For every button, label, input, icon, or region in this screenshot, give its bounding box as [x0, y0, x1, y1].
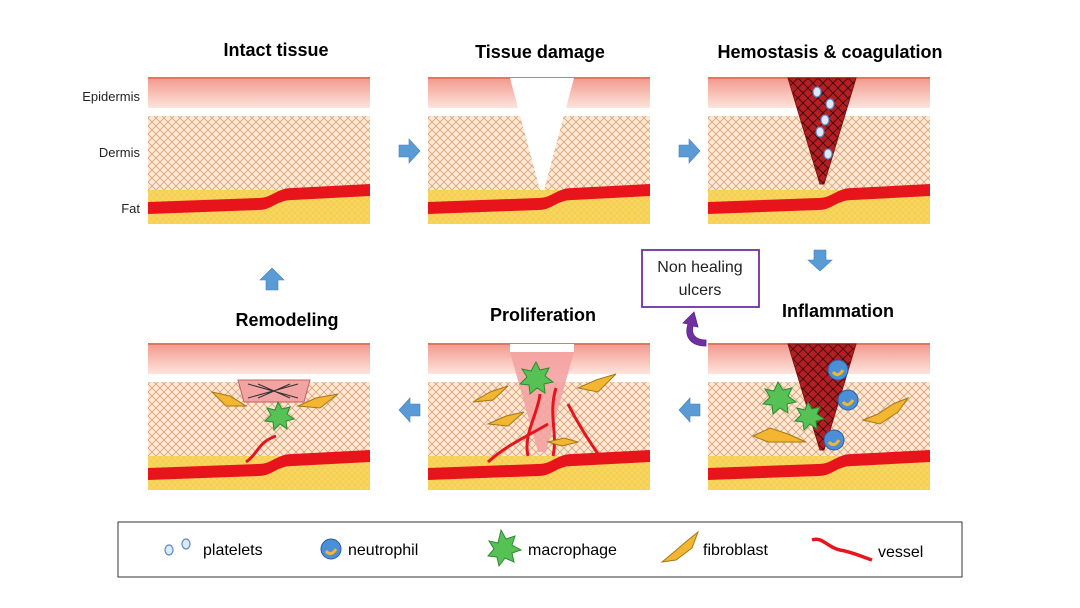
svg-text:vessel: vessel: [878, 544, 923, 561]
svg-text:macrophage: macrophage: [528, 542, 617, 559]
label-fat: Fat: [121, 201, 140, 216]
neutrophil-icon: [320, 538, 342, 560]
title-inflammation: Inflammation: [782, 301, 894, 321]
title-hemostasis: Hemostasis & coagulation: [717, 42, 942, 62]
arrow-right-1: [398, 138, 421, 164]
legend-fibroblast: fibroblast: [660, 530, 768, 563]
arrow-down: [807, 249, 833, 272]
wound-gap: [510, 78, 574, 190]
platelets-icon: [164, 538, 191, 556]
panel-inflammation: [707, 343, 931, 491]
granulation: [510, 352, 574, 452]
legend-macrophage: macrophage: [487, 528, 617, 568]
callout-arrow: [682, 311, 707, 347]
legend-neutrophil: neutrophil: [320, 538, 418, 560]
label-epidermis: Epidermis: [82, 89, 140, 104]
legend-box: [117, 521, 963, 578]
fibroblast-icon: [660, 530, 700, 563]
neutrophils: [823, 359, 859, 451]
title-damage: Tissue damage: [475, 42, 605, 62]
arrow-up: [259, 267, 285, 291]
panel-proliferation: [427, 343, 651, 491]
vessel-icon: [811, 537, 873, 562]
macrophage-prolif: [518, 360, 555, 395]
callout-box: [641, 249, 760, 308]
flow-arrows: [259, 138, 833, 423]
platelet-cluster: [812, 86, 835, 160]
arrow-left-1: [678, 397, 701, 423]
fibroblasts: [751, 396, 910, 443]
title-proliferation: Proliferation: [490, 305, 596, 325]
new-vessels: [486, 387, 600, 464]
arrow-left-2: [398, 397, 421, 423]
panel-damage: [427, 77, 651, 225]
callout-line1: Non healing: [657, 259, 742, 276]
svg-text:neutrophil: neutrophil: [348, 542, 418, 559]
callout-line2: ulcers: [679, 282, 722, 299]
panel-hemostasis: [707, 77, 931, 225]
legend-vessel: vessel: [811, 537, 923, 562]
macrophages: [761, 380, 826, 432]
title-remodeling: Remodeling: [235, 310, 338, 330]
label-dermis: Dermis: [99, 145, 141, 160]
panel-intact: [147, 77, 371, 225]
svg-text:fibroblast: fibroblast: [703, 542, 768, 559]
svg-text:platelets: platelets: [203, 542, 263, 559]
legend-platelets: platelets: [164, 538, 263, 559]
title-intact: Intact tissue: [223, 40, 328, 60]
macrophage-icon: [487, 528, 523, 568]
arrow-right-2: [678, 138, 701, 164]
panel-remodeling: [147, 343, 371, 491]
